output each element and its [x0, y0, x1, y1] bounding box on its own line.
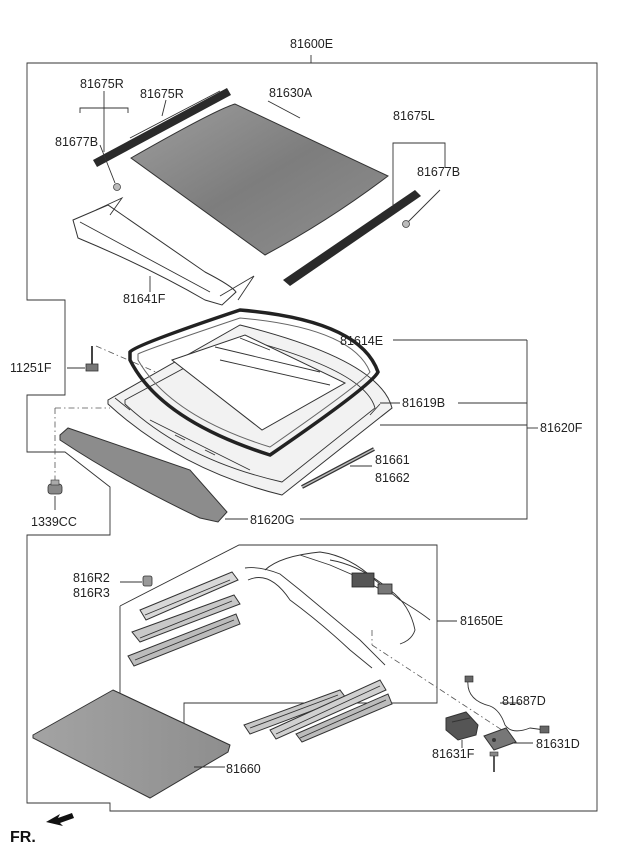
roof-panel: [59, 427, 248, 523]
label-81600e: 81600E: [290, 37, 333, 51]
label-816r3: 816R3: [73, 586, 110, 600]
label-81650e: 81650E: [460, 614, 503, 628]
guide-rail-left: [127, 571, 241, 667]
label-81687d: 81687D: [502, 694, 546, 708]
wind-deflector: [72, 196, 255, 306]
label-81614e: 81614E: [340, 334, 383, 348]
bolt-11251f: [67, 345, 166, 377]
label-81631f: 81631F: [432, 747, 475, 761]
drive-cables: [244, 551, 431, 669]
label-81631d: 81631D: [536, 737, 580, 751]
motor-bracket: [483, 727, 533, 772]
sunshade: [32, 689, 231, 799]
assembly-outline: [26, 55, 598, 812]
label-81675l: 81675L: [393, 109, 435, 123]
label-81677b-right: 81677B: [55, 135, 98, 149]
label-81630a: 81630A: [269, 86, 313, 100]
label-81677b-left: 81677B: [417, 165, 460, 179]
guide-rail-right: [243, 679, 393, 743]
front-arrow-icon: [46, 813, 74, 826]
mechanism-box: [119, 544, 457, 728]
label-81675r-2: 81675R: [140, 87, 184, 101]
label-81661: 81661: [375, 453, 410, 467]
weatherstrip-left: [283, 142, 446, 286]
label-816r2: 816R2: [73, 571, 110, 585]
label-front: FR.: [10, 829, 36, 846]
label-81620f: 81620F: [540, 421, 583, 435]
label-81620g: 81620G: [250, 513, 294, 527]
drain-hose: [301, 447, 375, 489]
sunroof-glass: [130, 100, 389, 256]
glass-seal: [128, 308, 380, 457]
label-11251f: 11251F: [10, 361, 52, 375]
label-1339cc: 1339CC: [31, 515, 77, 529]
label-81641f: 81641F: [123, 292, 166, 306]
leader-motor-2: [371, 644, 506, 733]
nut-816r2: [120, 575, 153, 587]
label-81660: 81660: [226, 762, 261, 776]
sunroof-motor: [445, 711, 479, 748]
wiring-harness: [464, 675, 550, 734]
clip-right: [79, 107, 129, 191]
label-81662: 81662: [375, 471, 410, 485]
weatherstrip-right: [93, 88, 231, 167]
label-81619b: 81619B: [402, 396, 445, 410]
sunroof-frame: [107, 324, 393, 496]
grommet-1339cc: [47, 407, 110, 510]
frame-assy-bracket: [300, 340, 538, 520]
label-81675r-1: 81675R: [80, 77, 124, 91]
